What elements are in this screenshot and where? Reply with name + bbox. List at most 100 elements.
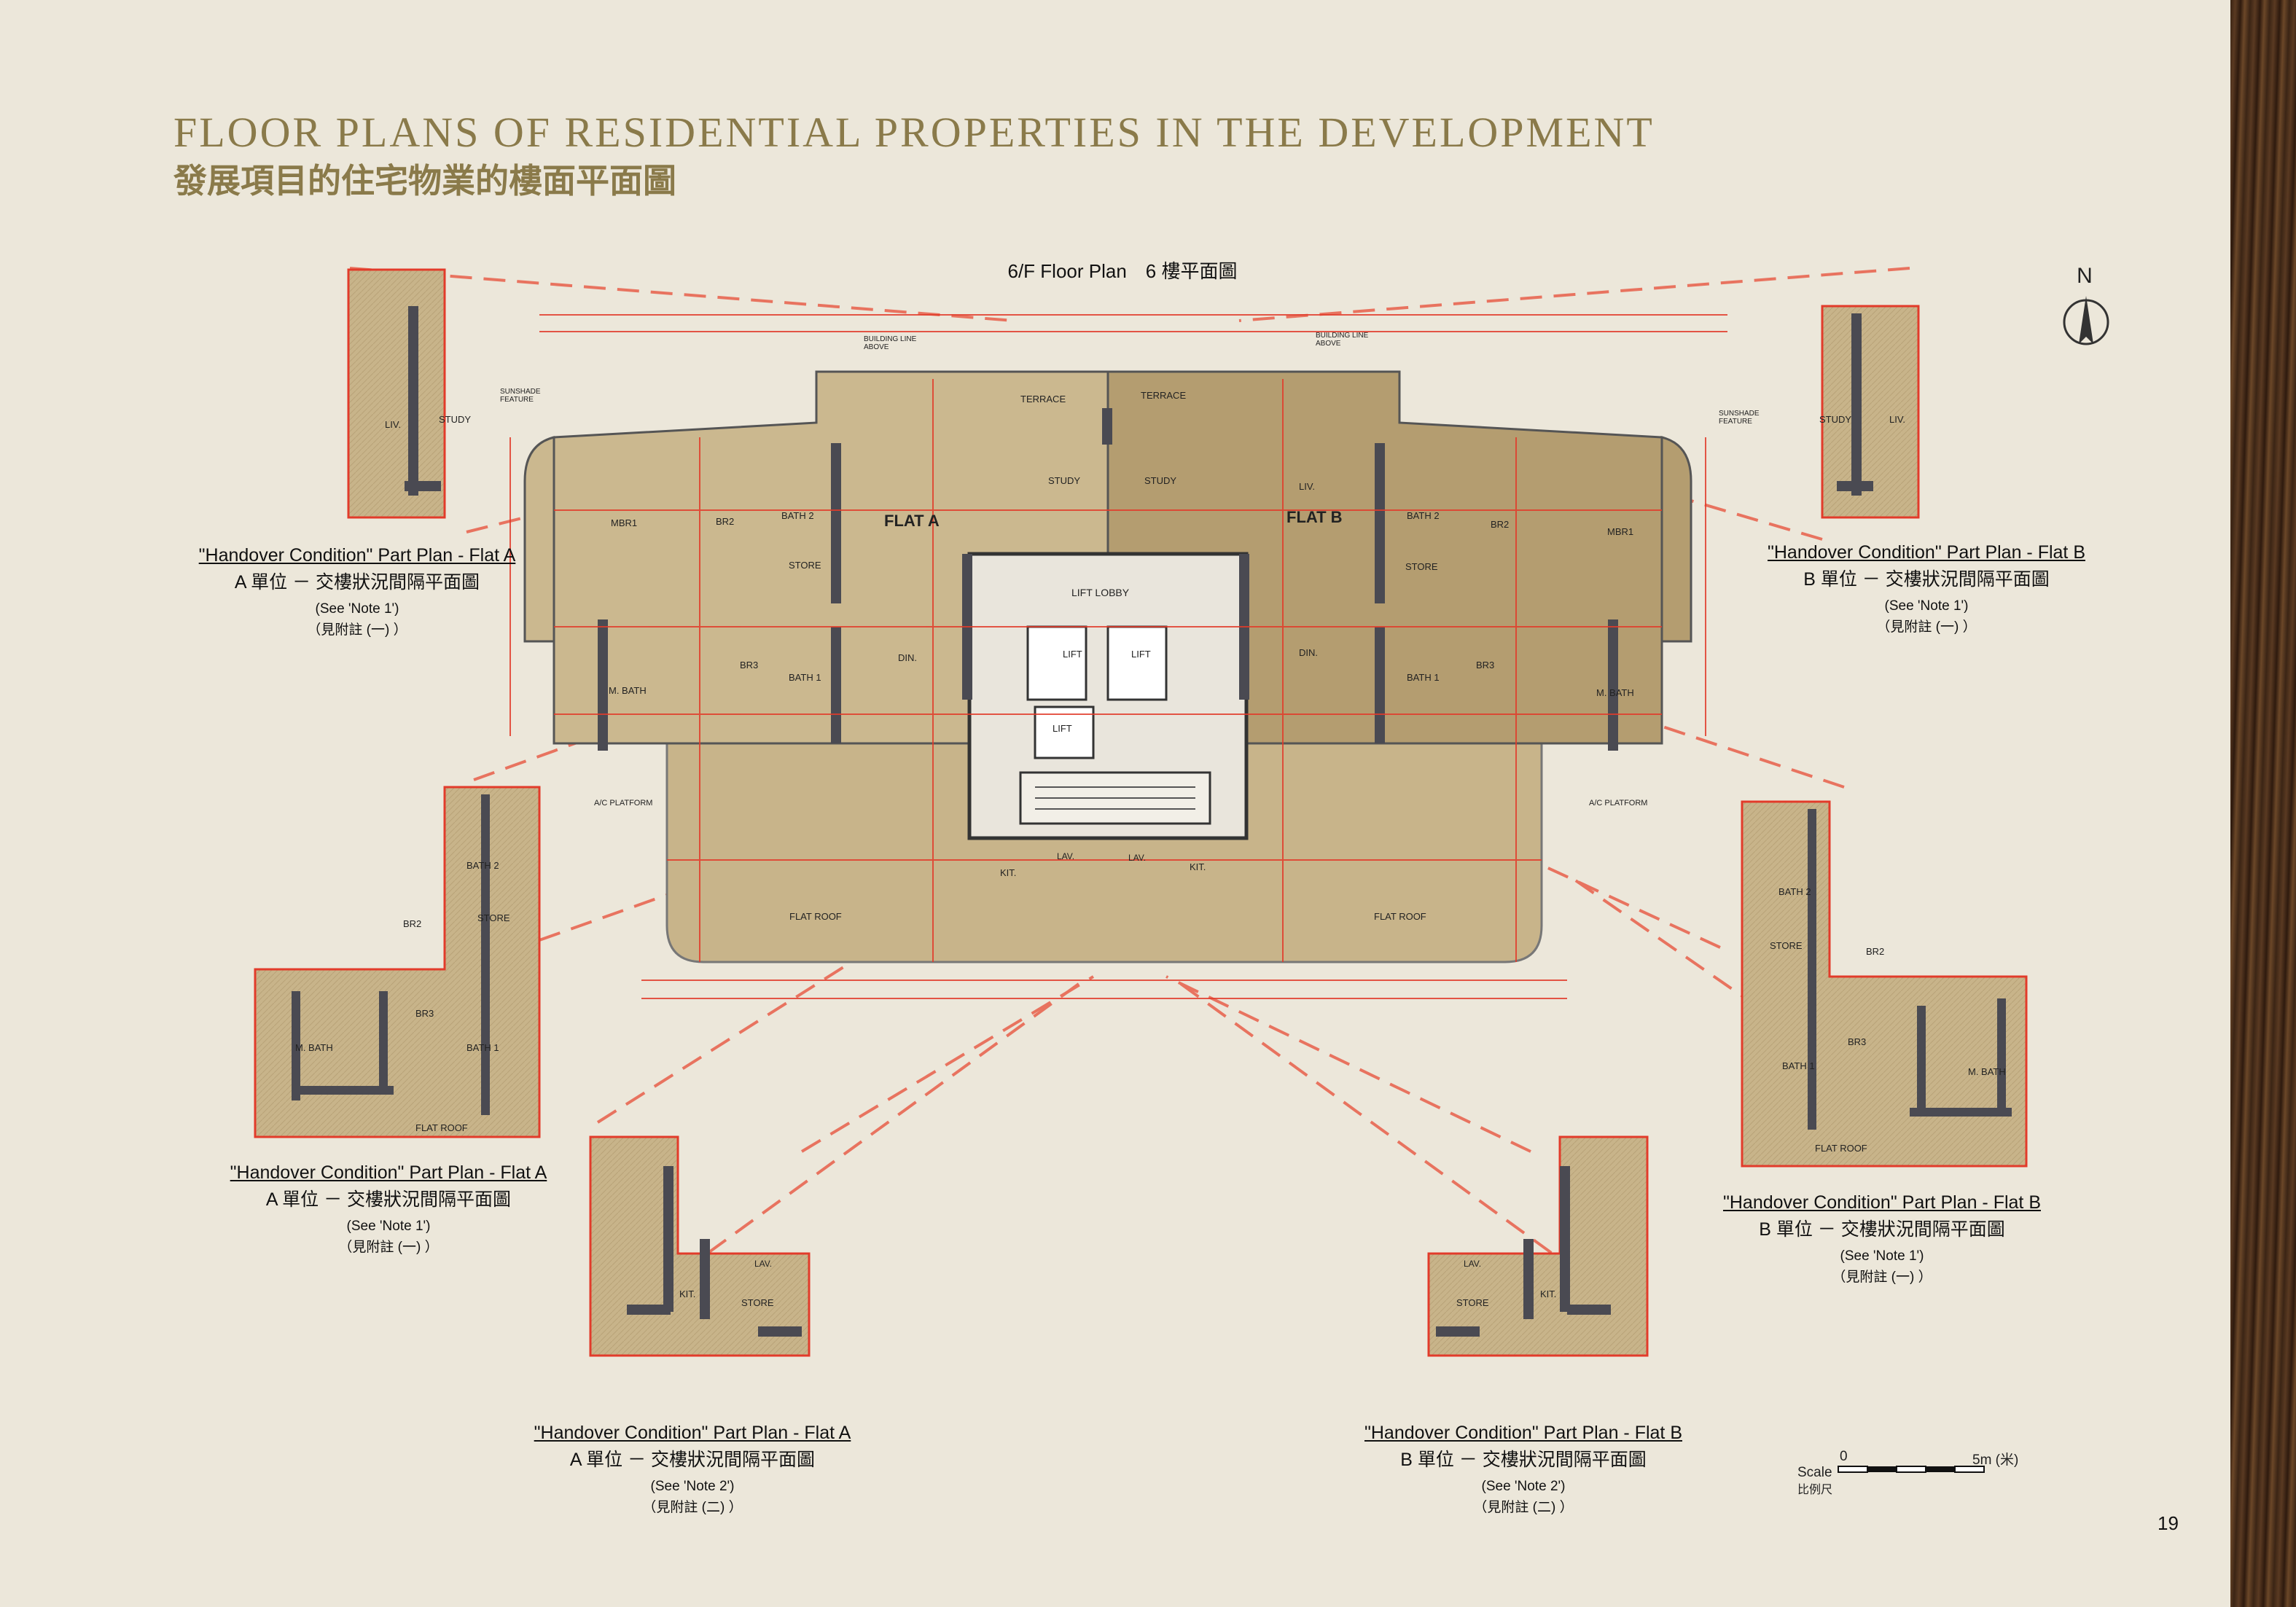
bath2-label-a: BATH 2: [781, 510, 814, 521]
part-plan-a-kitchen: [589, 1135, 811, 1357]
part-lav-label-b: LAV.: [1464, 1259, 1482, 1269]
caption-zh: B 單位 － 交樓狀況間隔平面圖: [1400, 1450, 1647, 1470]
part-mbath-label-a: M. BATH: [295, 1042, 333, 1053]
north-indicator: N: [2055, 264, 2114, 289]
north-label: N: [2077, 264, 2093, 288]
part-store-label-b: STORE: [1770, 940, 1803, 951]
part-store-label-a2: STORE: [741, 1297, 774, 1308]
floor-plan-title: 6/F Floor Plan 6 樓平面圖: [1007, 260, 1238, 282]
study-label-b: STUDY: [1144, 475, 1177, 486]
scale-zero: 0: [1840, 1449, 1848, 1464]
lift-label-2: LIFT: [1131, 649, 1151, 660]
caption-title: "Handover Condition" Part Plan - Flat B: [1364, 1423, 1682, 1443]
caption-note: (See 'Note 1'): [315, 601, 399, 617]
scale-max: 5m (米): [1972, 1452, 2019, 1468]
br2-label-a: BR2: [716, 516, 735, 527]
bath1-label-a: BATH 1: [789, 672, 821, 683]
caption-flat-b-note1-mid: "Handover Condition" Part Plan - Flat B …: [1663, 1192, 2101, 1286]
caption-note-zh: （見附註 (一) ）: [338, 1240, 439, 1255]
wood-border: [2230, 0, 2296, 1607]
main-floor-plan: [509, 314, 1727, 999]
part-store-label-a: STORE: [477, 912, 510, 923]
building-line-label-b: BUILDING LINE ABOVE: [1316, 332, 1369, 348]
caption-title: "Handover Condition" Part Plan - Flat A: [198, 545, 516, 566]
caption-note-zh: （見附註 (二) ）: [1473, 1500, 1574, 1515]
flat-roof-label-b: FLAT ROOF: [1374, 911, 1426, 922]
terrace-label-b: TERRACE: [1141, 390, 1187, 401]
caption-note-zh: （見附註 (一) ）: [307, 622, 407, 638]
flat-a-label: FLAT A: [884, 512, 940, 530]
caption-note: (See 'Note 1'): [346, 1219, 431, 1234]
scale-label-zh: 比例尺: [1797, 1484, 1833, 1496]
din-label-b: DIN.: [1299, 647, 1318, 658]
part-plan-a-study: [347, 268, 446, 519]
caption-title: "Handover Condition" Part Plan - Flat B: [1767, 542, 2085, 563]
mbr1-label-b: MBR1: [1607, 526, 1634, 537]
mbath-label-b: M. BATH: [1596, 687, 1634, 698]
caption-zh: B 單位 － 交樓狀況間隔平面圖: [1803, 569, 2050, 590]
caption-flat-b-note1-top: "Handover Condition" Part Plan - Flat B …: [1708, 542, 2145, 636]
lift-lobby-label: LIFT LOBBY: [1071, 587, 1130, 598]
din-label-a: DIN.: [898, 652, 917, 663]
building-line-label-a: BUILDING LINE ABOVE: [864, 335, 917, 351]
br2-label-b: BR2: [1491, 519, 1510, 530]
study-label-a: STUDY: [1048, 475, 1081, 486]
caption-title: "Handover Condition" Part Plan - Flat B: [1722, 1192, 2041, 1213]
store-label-a: STORE: [789, 560, 821, 571]
part-mbath-label-b: M. BATH: [1968, 1066, 2006, 1077]
br3-label-b: BR3: [1476, 660, 1495, 670]
part-study-label-a: STUDY: [439, 414, 472, 425]
page-title-en: FLOOR PLANS OF RESIDENTIAL PROPERTIES IN…: [173, 109, 1655, 156]
flat-roof-label-a: FLAT ROOF: [789, 911, 842, 922]
part-br3-label-a: BR3: [415, 1008, 434, 1019]
sunshade-label-a: SUNSHADE FEATURE: [500, 388, 541, 404]
part-kit-label-b: KIT.: [1540, 1289, 1557, 1299]
part-liv-label-b: LIV.: [1889, 414, 1905, 425]
caption-flat-a-note1-top: "Handover Condition" Part Plan - Flat A …: [138, 545, 576, 638]
kit-label-a: KIT.: [1000, 867, 1017, 878]
store-label-b: STORE: [1405, 561, 1438, 572]
caption-note-zh: （見附註 (二) ）: [642, 1500, 743, 1515]
br3-label-a: BR3: [740, 660, 759, 670]
caption-zh: A 單位 － 交樓狀況間隔平面圖: [569, 1450, 816, 1470]
part-liv-label-a: LIV.: [385, 419, 401, 430]
caption-flat-a-note2: "Handover Condition" Part Plan - Flat A …: [474, 1423, 911, 1516]
caption-note: (See 'Note 1'): [1840, 1248, 1924, 1264]
caption-flat-a-note1-mid: "Handover Condition" Part Plan - Flat A …: [170, 1162, 607, 1256]
bath1-label-b: BATH 1: [1407, 672, 1440, 683]
lav-label-b: LAV.: [1128, 853, 1147, 863]
bath2-label-b: BATH 2: [1407, 510, 1440, 521]
caption-zh: B 單位 － 交樓狀況間隔平面圖: [1759, 1219, 2005, 1240]
sunshade-label-b: SUNSHADE FEATURE: [1719, 410, 1760, 426]
kit-label-b: KIT.: [1190, 861, 1206, 872]
caption-note: (See 'Note 1'): [1884, 598, 1969, 614]
page-title-zh: 發展項目的住宅物業的樓面平面圖: [173, 161, 676, 200]
caption-note-zh: （見附註 (一) ）: [1832, 1270, 1932, 1285]
part-plan-b-bedrooms: [1741, 800, 2028, 1168]
caption-note: (See 'Note 2'): [1481, 1479, 1566, 1494]
part-plan-b-study: [1821, 305, 1920, 519]
caption-flat-b-note2: "Handover Condition" Part Plan - Flat B …: [1305, 1423, 1742, 1516]
part-kit-label-a: KIT.: [679, 1289, 696, 1299]
part-plan-a-bedrooms: [254, 786, 541, 1138]
part-study-label-b: STUDY: [1819, 414, 1852, 425]
part-bath1-label-b: BATH 1: [1782, 1060, 1815, 1071]
north-arrow-icon: [2063, 296, 2109, 345]
lav-label-a: LAV.: [1057, 851, 1075, 861]
scale-bar: [1838, 1466, 1985, 1473]
part-plan-b-kitchen: [1427, 1135, 1649, 1357]
caption-title: "Handover Condition" Part Plan - Flat A: [534, 1423, 851, 1443]
caption-note-zh: （見附註 (一) ）: [1876, 619, 1977, 635]
caption-zh: A 單位 － 交樓狀況間隔平面圖: [234, 572, 480, 593]
part-lav-label-a: LAV.: [754, 1259, 773, 1269]
part-br2-label-a: BR2: [403, 918, 422, 929]
part-store-label-b2: STORE: [1456, 1297, 1489, 1308]
part-flatroof-label-a: FLAT ROOF: [415, 1122, 468, 1133]
part-br2-label-b: BR2: [1866, 946, 1885, 957]
part-flatroof-label-b: FLAT ROOF: [1815, 1143, 1867, 1154]
ac-platform-label-b: A/C PLATFORM: [1589, 799, 1648, 808]
liv-label-b: LIV.: [1299, 481, 1315, 492]
part-bath2-label-b: BATH 2: [1778, 886, 1811, 897]
lift-label-1: LIFT: [1063, 649, 1082, 660]
